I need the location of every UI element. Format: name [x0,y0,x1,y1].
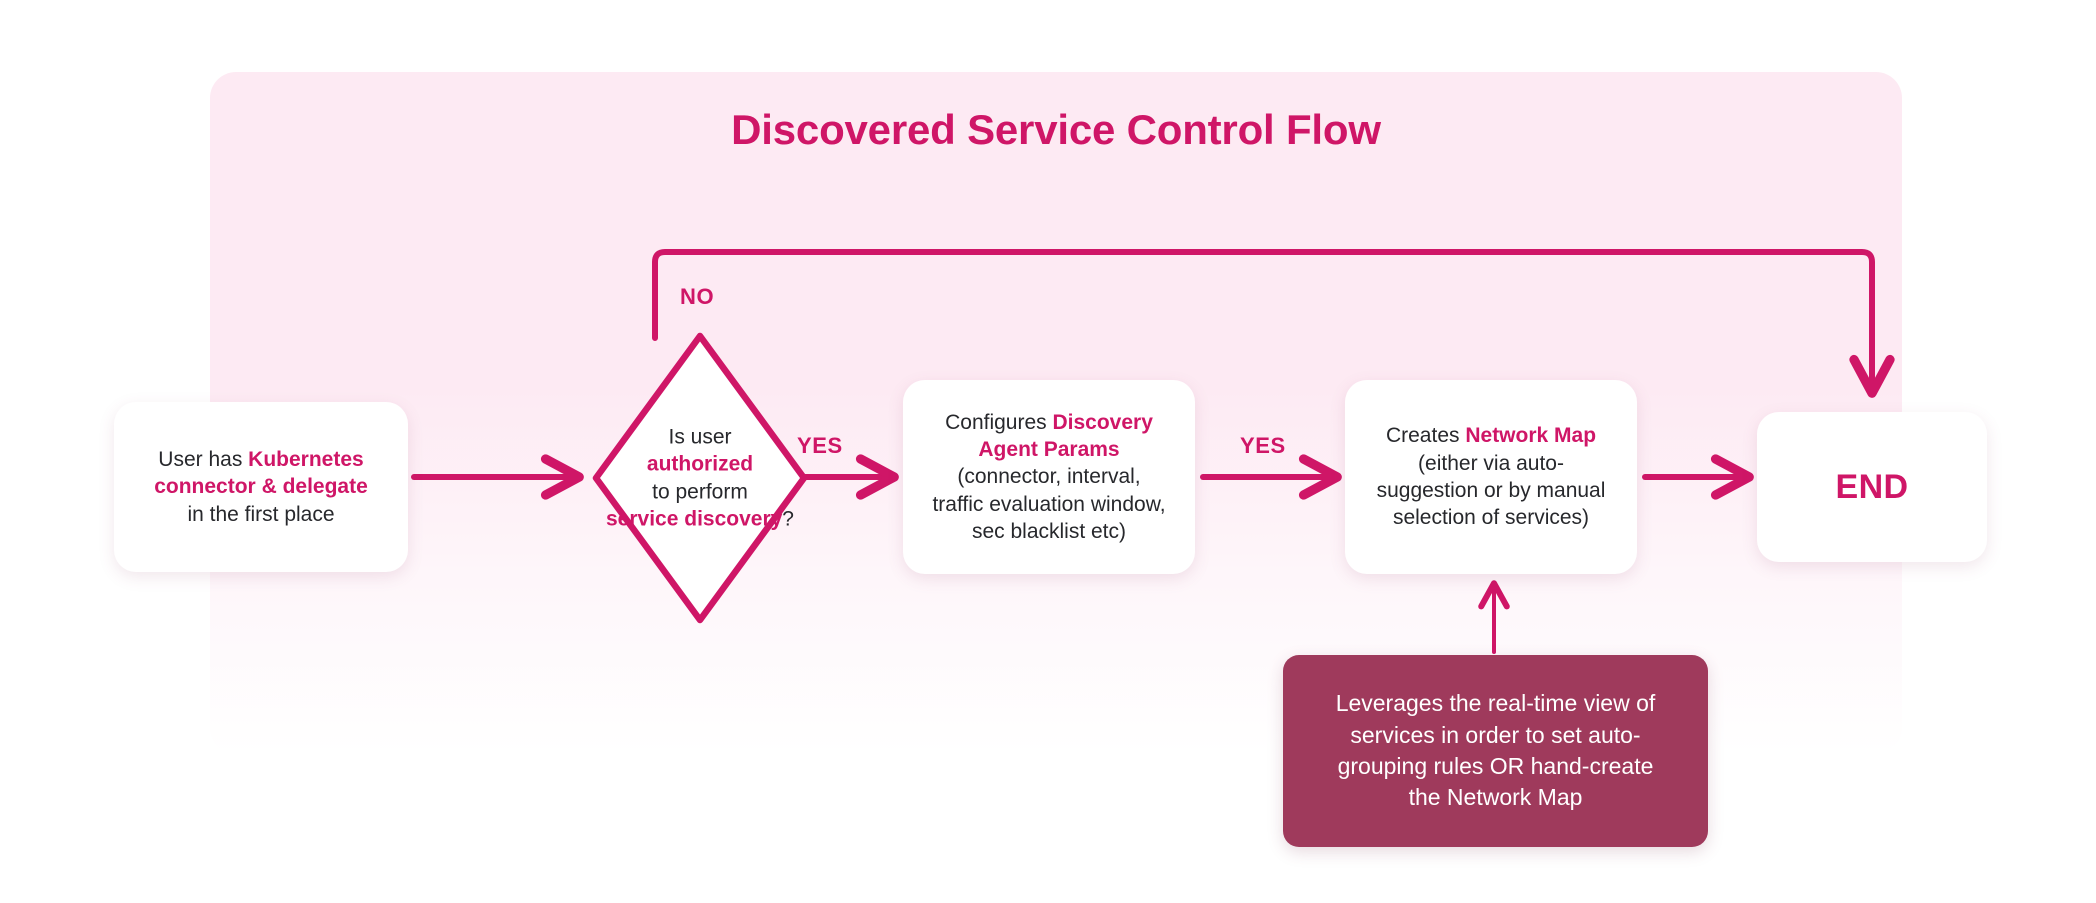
diamond-shape [592,332,808,624]
edge-label-yes-authorized: YES [797,433,843,458]
edge-label-no: NO [680,284,715,309]
node-end-label: END [1835,467,1909,506]
edge-label-yes-configured: YES [1240,433,1286,458]
node-creates-network-map[interactable]: Creates Network Map(either via auto-sugg… [1345,380,1637,574]
page-title: Discovered Service Control Flow [731,106,1381,153]
edge-decision-no-to-end [652,249,1895,398]
node-map-text: Creates Network Map(either via auto-sugg… [1376,424,1606,530]
node-end[interactable]: END [1757,412,1987,562]
